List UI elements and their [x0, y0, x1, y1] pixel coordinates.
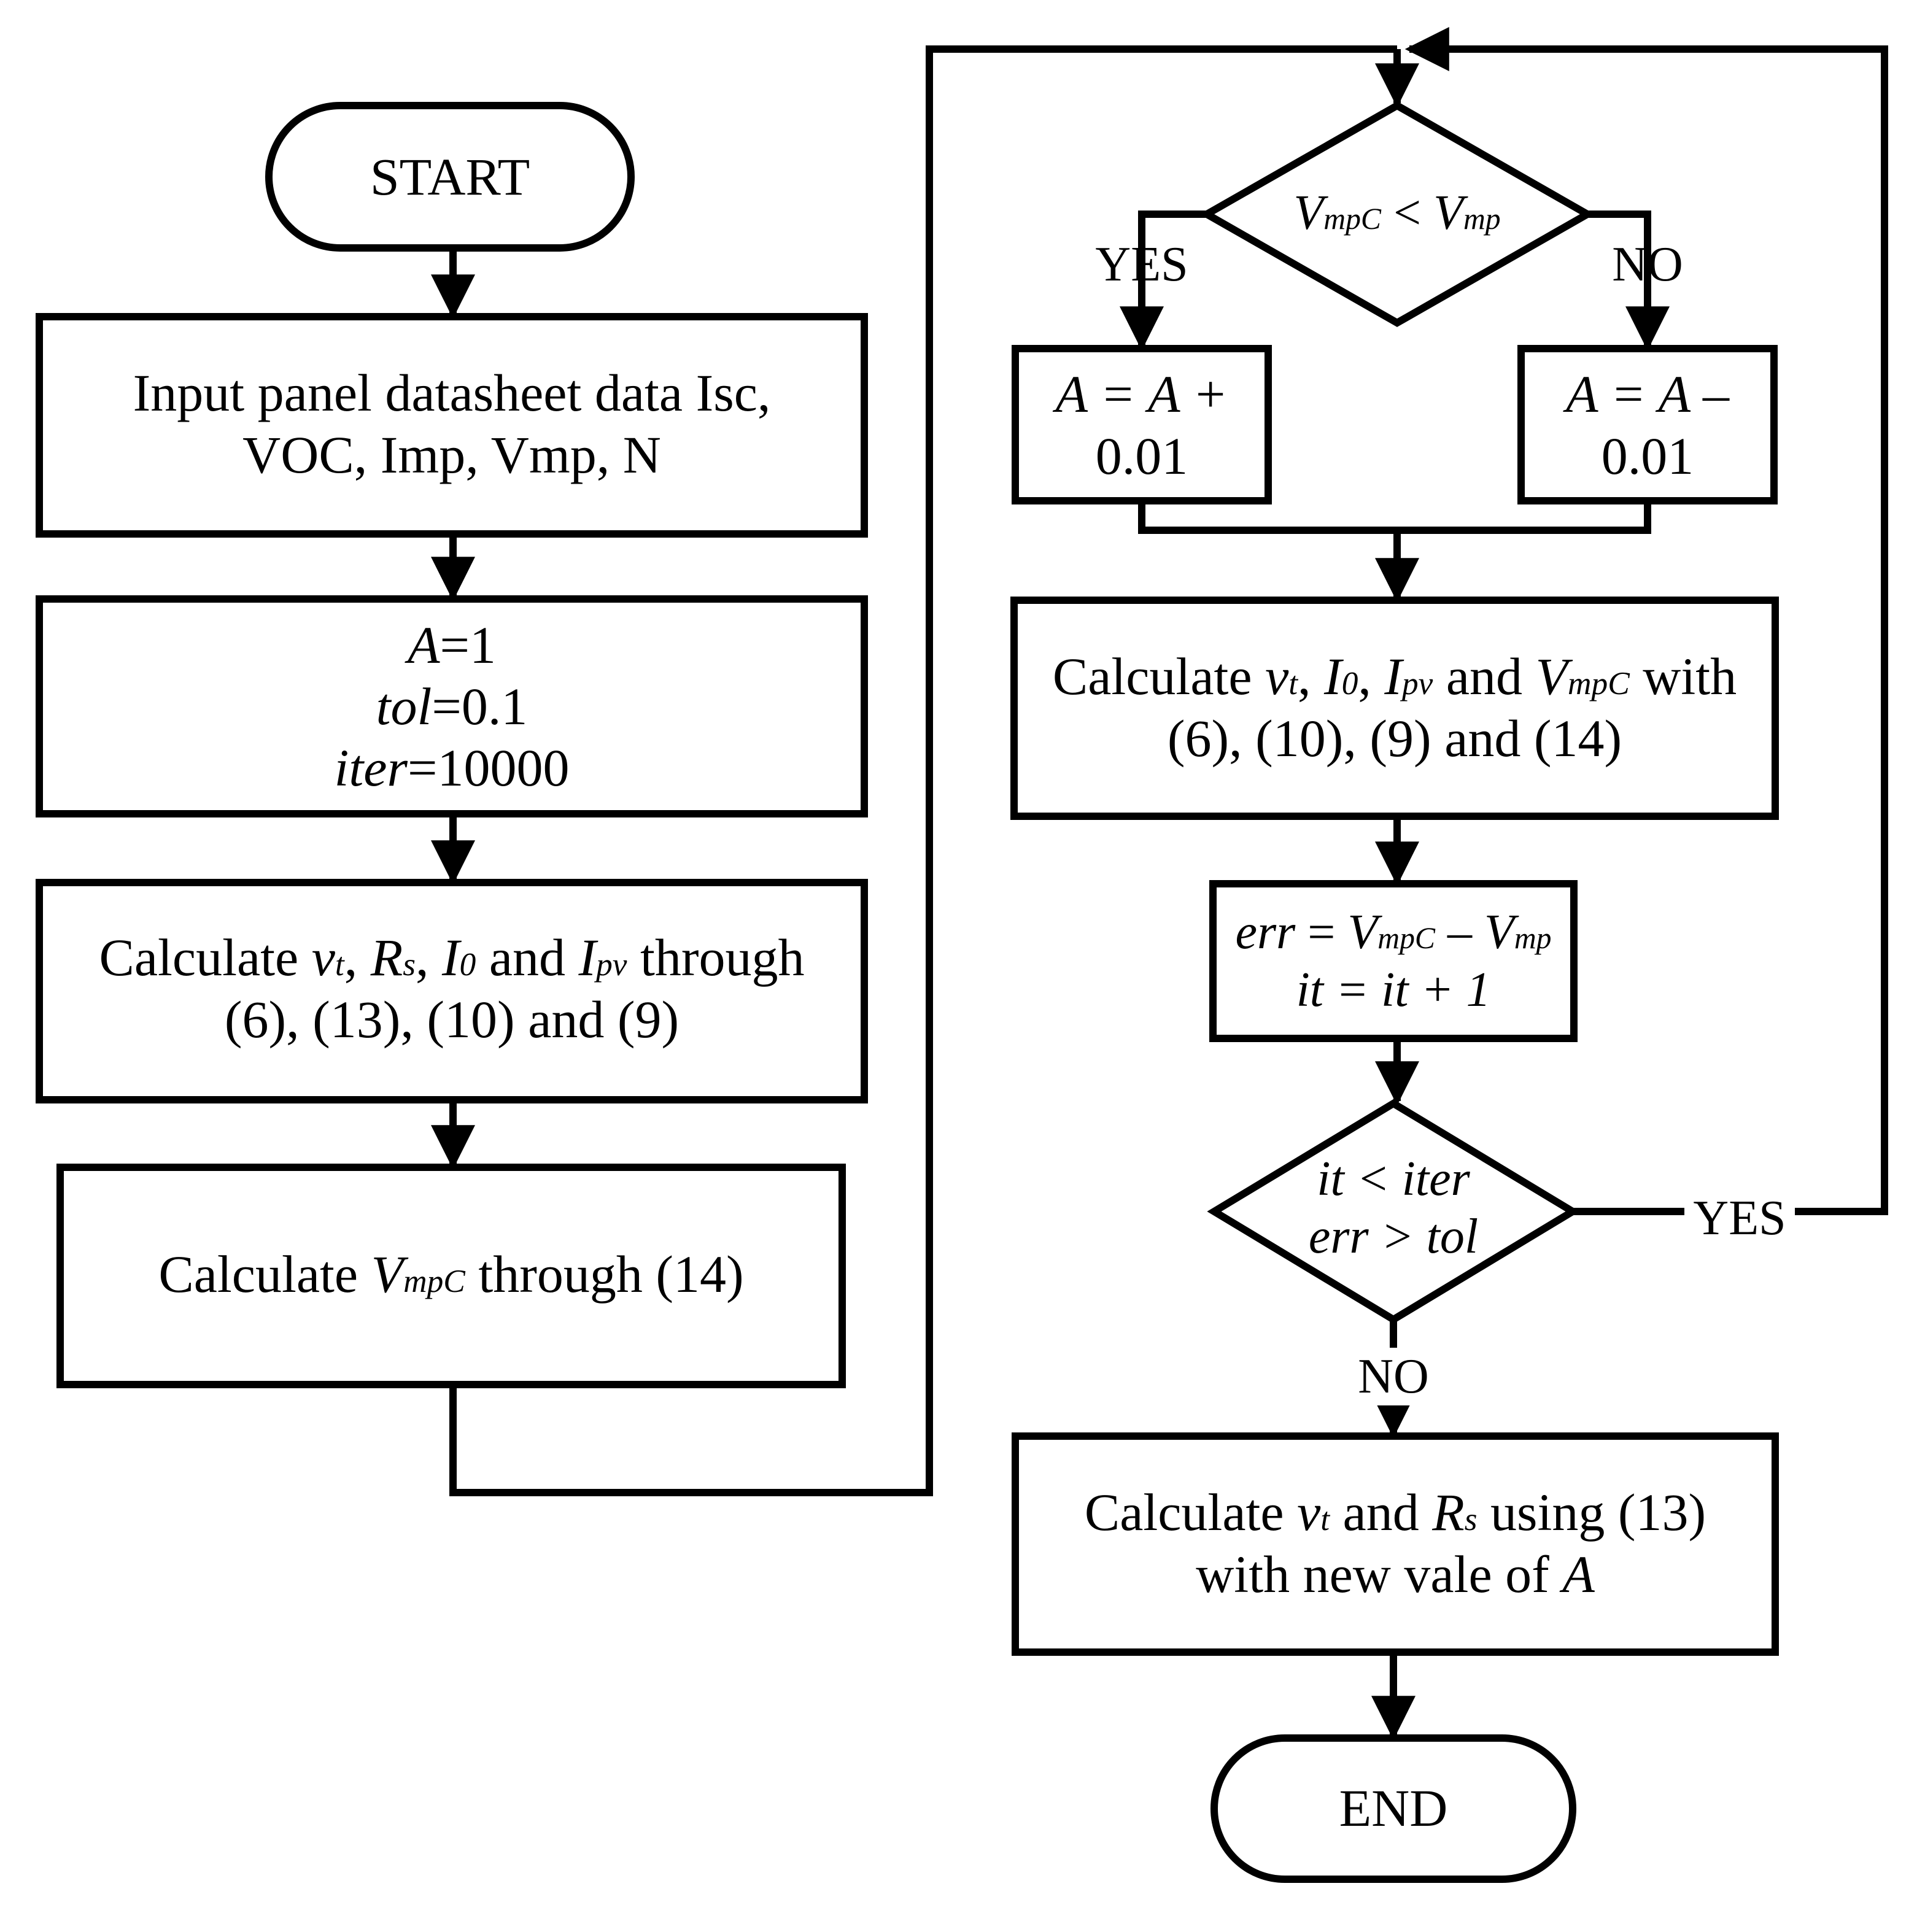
final-box-text: Calculate vt and Rs using (13) with new …: [1015, 1482, 1775, 1606]
calc3-line1: Calculate vt, I0, Ipv and VmpC with: [1052, 647, 1737, 706]
init-iter: iter=10000: [334, 738, 570, 797]
decision1-text: VmpC < Vmp: [1293, 186, 1501, 240]
increment-value: 0.01: [1095, 427, 1188, 486]
increment-expr: A = A +: [1055, 365, 1228, 423]
err-box-text: err = VmpC – Vmp it = it + 1: [1213, 903, 1574, 1019]
init-box-text: A=1 tol=0.1 iter=10000: [39, 615, 864, 798]
connector-calc2-to-loop: [449, 45, 1397, 1496]
decrement-value: 0.01: [1601, 427, 1694, 486]
init-a: A=1: [407, 616, 497, 674]
final-line1: Calculate vt and Rs using (13): [1084, 1483, 1706, 1542]
increment-box-text: A = A + 0.01: [1015, 363, 1268, 488]
decrement-expr: A = A –: [1566, 365, 1729, 423]
decision2-line2: err > tol: [1308, 1210, 1479, 1264]
decrement-box-text: A = A – 0.01: [1521, 363, 1774, 488]
final-line2: with new vale of A: [1196, 1545, 1595, 1604]
decision-vmpc-vmp: [1199, 101, 1595, 327]
arrow-no-to-decrement: [1587, 211, 1670, 351]
input-box-line2: VOC, Imp, Vmp, N: [242, 425, 661, 485]
err-line2: it = it + 1: [1296, 963, 1491, 1018]
arrow-yes-to-increment: [1120, 211, 1207, 351]
input-box-text: Input panel datasheet data Isc, VOC, Imp…: [39, 362, 864, 487]
no-label: NO: [1612, 238, 1683, 292]
calc1-line2: (6), (13), (10) and (9): [224, 990, 680, 1049]
input-box-line1: Input panel datasheet data Isc,: [133, 363, 771, 422]
decision2-text: it < iter err > tol: [1214, 1150, 1573, 1266]
yes2-label: YES: [1684, 1189, 1795, 1248]
calc2-box-text: Calculate VmpC through (14): [158, 1245, 744, 1304]
calc3-line2: (6), (10), (9) and (14): [1167, 709, 1622, 768]
no2-label: NO: [1332, 1348, 1455, 1406]
calc1-line1: Calculate vt, Rs, I0 and Ipv through: [99, 928, 805, 987]
end-label: END: [1339, 1779, 1448, 1837]
err-line1: err = VmpC – Vmp: [1235, 905, 1552, 959]
start-label: START: [370, 147, 530, 206]
calc1-box-text: Calculate vt, Rs, I0 and Ipv through (6)…: [39, 927, 864, 1051]
calc3-box-text: Calculate vt, I0, Ipv and VmpC with (6),…: [1014, 646, 1775, 770]
yes-label: YES: [1095, 238, 1188, 292]
init-tol: tol=0.1: [376, 676, 528, 736]
connector-increment-merge: [1138, 501, 1651, 534]
decision2-line1: it < iter: [1317, 1152, 1470, 1206]
